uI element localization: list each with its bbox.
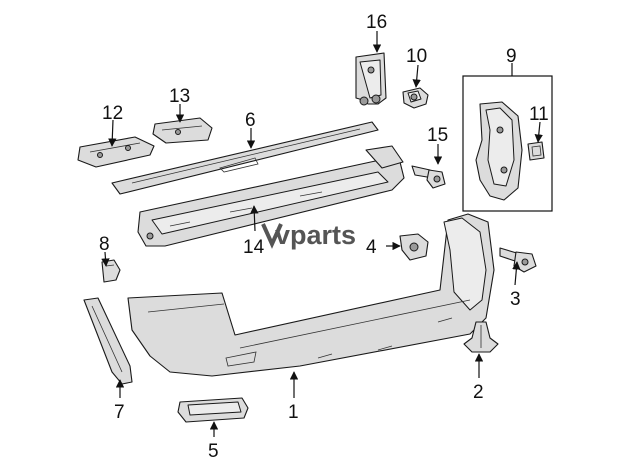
callout-8: 8 — [99, 234, 110, 255]
part-5-reflector — [177, 397, 249, 423]
callout-3: 3 — [510, 289, 521, 310]
callout-6: 6 — [245, 110, 256, 131]
part-6-bar — [111, 121, 379, 195]
part-9-box — [462, 75, 553, 212]
part-15-bolt — [411, 165, 446, 189]
watermark-text: vparts — [275, 220, 356, 250]
part-14-beam — [137, 145, 405, 247]
callout-2: 2 — [473, 382, 484, 403]
part-2-retainer — [463, 321, 499, 353]
callout-5: 5 — [208, 441, 219, 462]
part-12-bracket — [77, 136, 155, 168]
part-7-molding — [83, 297, 133, 385]
callout-1: 1 — [288, 402, 299, 423]
callout-9: 9 — [506, 46, 517, 67]
leader-lines — [101, 31, 543, 437]
callout-11: 11 — [529, 104, 549, 125]
part-3-screw — [499, 247, 537, 273]
callout-10: 10 — [406, 46, 427, 67]
callout-numbers: 16 10 9 11 15 6 13 12 14 4 3 8 1 2 5 7 — [99, 12, 549, 462]
part-8-clip — [101, 259, 121, 283]
watermark: vparts — [261, 220, 356, 250]
callout-15: 15 — [427, 125, 448, 146]
callout-7: 7 — [114, 402, 125, 423]
part-10-clip — [402, 87, 429, 109]
part-1-bumper — [127, 213, 495, 377]
callout-4: 4 — [366, 237, 377, 258]
callout-12: 12 — [102, 103, 123, 124]
callout-13: 13 — [169, 86, 190, 107]
part-4-clip — [399, 233, 429, 261]
callout-14: 14 — [243, 237, 265, 258]
part-13-bracket — [152, 117, 213, 144]
callout-16: 16 — [366, 12, 387, 33]
part-16-bracket — [355, 52, 387, 106]
